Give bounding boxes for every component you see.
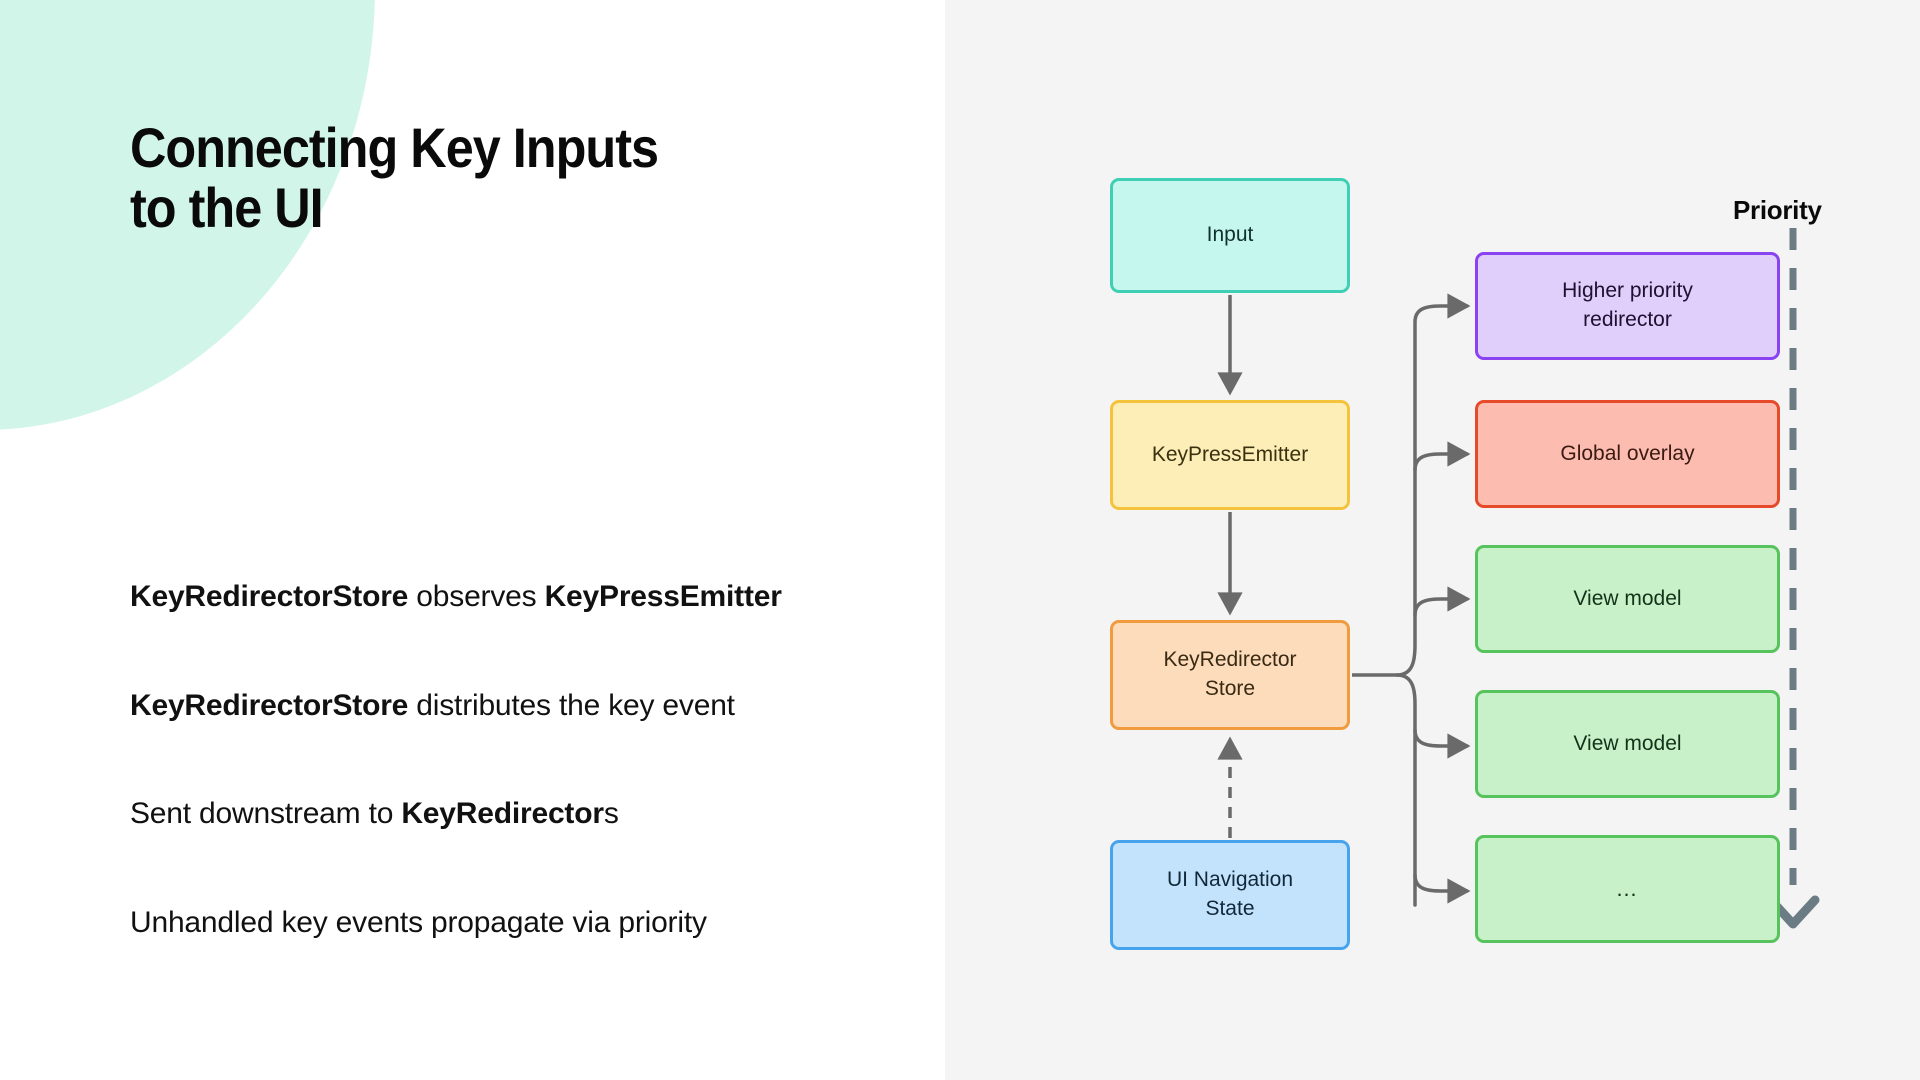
- text-run-1: KeyRedirectorStore: [130, 688, 409, 722]
- text-run-1: Unhandled key events propagate via prior…: [130, 905, 707, 939]
- text-run-1: Sent downstream to: [130, 797, 402, 830]
- right-panel: Input KeyPressEmitter KeyRedirector Stor…: [945, 0, 1920, 1080]
- node-keypressemitter-label: KeyPressEmitter: [1151, 442, 1309, 466]
- edge-store-to-higher: [1395, 293, 1471, 677]
- node-higher-priority-redirector[interactable]: Higher priority redirector: [1475, 252, 1780, 360]
- flow-diagram: Input KeyPressEmitter KeyRedirector Stor…: [945, 0, 1920, 1080]
- node-input-label: Input: [1206, 223, 1254, 247]
- node-higher-priority-redirector-line-1: Higher priority: [1562, 279, 1693, 303]
- node-ui-navigation-state-label: UI Navigation State: [1167, 866, 1293, 923]
- node-keypressemitter[interactable]: KeyPressEmitter: [1110, 400, 1350, 510]
- text-run-2: KeyRedirector: [401, 797, 604, 830]
- node-keyredirectorstore-line-2: Store: [1204, 677, 1256, 700]
- left-panel: Connecting Key Inputs to the UI KeyRedir…: [0, 0, 945, 1080]
- page-title-line-2: to the UI: [130, 176, 324, 240]
- node-input[interactable]: Input: [1110, 178, 1350, 293]
- node-view-model-1[interactable]: View model: [1475, 545, 1780, 653]
- edge-store-to-vm1: [1413, 586, 1471, 617]
- page-title: Connecting Key Inputs to the UI: [130, 116, 814, 240]
- edge-store-to-more: [1413, 873, 1471, 904]
- node-view-model-1-label: View model: [1573, 586, 1682, 610]
- node-more-ellipsis[interactable]: …: [1475, 835, 1780, 943]
- node-global-overlay[interactable]: Global overlay: [1475, 400, 1780, 508]
- text-run-3: s: [603, 797, 619, 830]
- node-keyredirectorstore-line-1: KeyRedirector: [1163, 648, 1297, 672]
- node-higher-priority-redirector-line-2: redirector: [1583, 308, 1672, 331]
- edge-store-to-overlay: [1413, 441, 1471, 472]
- edge-store-to-vm2: [1413, 728, 1471, 759]
- bullet-item-4: Unhandled key events propagate via prior…: [130, 904, 930, 942]
- bullet-item-2: KeyRedirectorStore distributes the key e…: [130, 687, 930, 725]
- bullet-list: KeyRedirectorStore observes KeyPressEmit…: [130, 578, 930, 941]
- text-run-3: KeyPressEmitter: [544, 580, 782, 613]
- node-global-overlay-label: Global overlay: [1560, 441, 1695, 465]
- node-view-model-2[interactable]: View model: [1475, 690, 1780, 798]
- node-ui-navigation-state[interactable]: UI Navigation State: [1110, 840, 1350, 950]
- priority-label: Priority: [1733, 195, 1822, 225]
- node-ui-navigation-state-line-2: State: [1205, 897, 1255, 920]
- page-title-line-1: Connecting Key Inputs: [130, 116, 659, 179]
- node-keyredirectorstore-label: KeyRedirector Store: [1163, 646, 1296, 703]
- bullet-item-1: KeyRedirectorStore observes KeyPressEmit…: [130, 578, 930, 616]
- node-ui-navigation-state-line-1: UI Navigation: [1166, 868, 1294, 892]
- text-run-2: distributes the key event: [408, 688, 735, 722]
- edge-store-spine-down: [1395, 673, 1417, 907]
- node-keyredirectorstore[interactable]: KeyRedirector Store: [1110, 620, 1350, 730]
- node-view-model-2-label: View model: [1573, 731, 1682, 755]
- bullet-item-3: Sent downstream to KeyRedirectors: [130, 795, 930, 833]
- text-run-2: observes: [408, 580, 545, 613]
- node-more-ellipsis-label: …: [1615, 876, 1640, 902]
- node-higher-priority-redirector-label: Higher priority redirector: [1562, 277, 1693, 334]
- left-content: Connecting Key Inputs to the UI KeyRedir…: [0, 0, 945, 1080]
- text-run-1: KeyRedirectorStore: [130, 580, 409, 613]
